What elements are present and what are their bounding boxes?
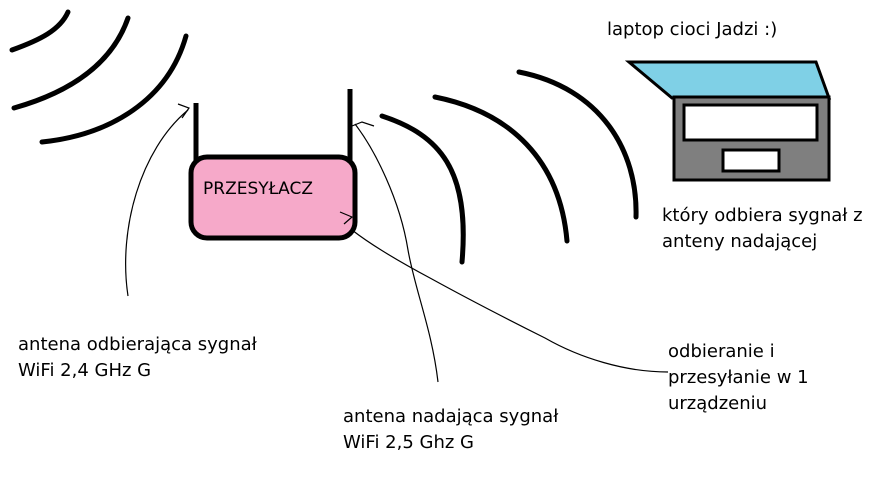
laptop-touchpad xyxy=(721,148,781,173)
transmit-antenna-arrowhead xyxy=(351,121,375,127)
transmit-antenna-line-2: WiFi 2,5 Ghz G xyxy=(343,432,474,453)
incoming-wave-2 xyxy=(11,15,131,111)
outgoing-signal-waves xyxy=(379,69,639,265)
receive-antenna-arrowhead xyxy=(177,103,190,119)
laptop-screen-lid xyxy=(624,60,832,100)
transmit-antenna-pointer xyxy=(354,123,439,383)
device-pointer xyxy=(351,229,669,373)
incoming-wave-1 xyxy=(9,9,71,53)
laptop-receives-label: który odbiera sygnał z anteny nadającej xyxy=(662,203,863,255)
device-line-2: przesyłanie w 1 xyxy=(668,367,809,388)
outgoing-wave-2 xyxy=(432,94,570,244)
transmit-antenna-label: antena nadająca sygnał WiFi 2,5 Ghz G xyxy=(343,404,558,456)
laptop-keyboard xyxy=(682,103,819,142)
pointer-lines xyxy=(125,103,669,383)
laptop xyxy=(624,60,832,182)
router-label: PRZESYŁACZ xyxy=(203,179,313,199)
receive-antenna-label: antena odbierająca sygnał WiFi 2,4 GHz G xyxy=(18,332,257,384)
laptop-receives-line-2: anteny nadającej xyxy=(662,231,818,252)
receive-antenna-line-2: WiFi 2,4 GHz G xyxy=(18,360,152,381)
incoming-signal-waves xyxy=(9,9,189,145)
laptop-receives-line-1: który odbiera sygnał z xyxy=(662,205,863,226)
outgoing-wave-1 xyxy=(379,113,466,265)
device-label: odbieranie i przesyłanie w 1 urządzeniu xyxy=(668,339,809,417)
laptop-caption: laptop cioci Jadzi :) xyxy=(607,19,778,40)
outgoing-wave-3 xyxy=(516,69,639,220)
receive-antenna-line-1: antena odbierająca sygnał xyxy=(18,334,257,355)
receive-antenna-pointer xyxy=(125,109,189,297)
router-box xyxy=(188,154,358,241)
device-line-3: urządzeniu xyxy=(668,393,768,414)
transmit-antenna-line-1: antena nadająca sygnał xyxy=(343,406,559,427)
device-arrowhead xyxy=(339,211,354,225)
device-line-1: odbieranie i xyxy=(668,341,775,362)
incoming-wave-3 xyxy=(39,33,189,145)
